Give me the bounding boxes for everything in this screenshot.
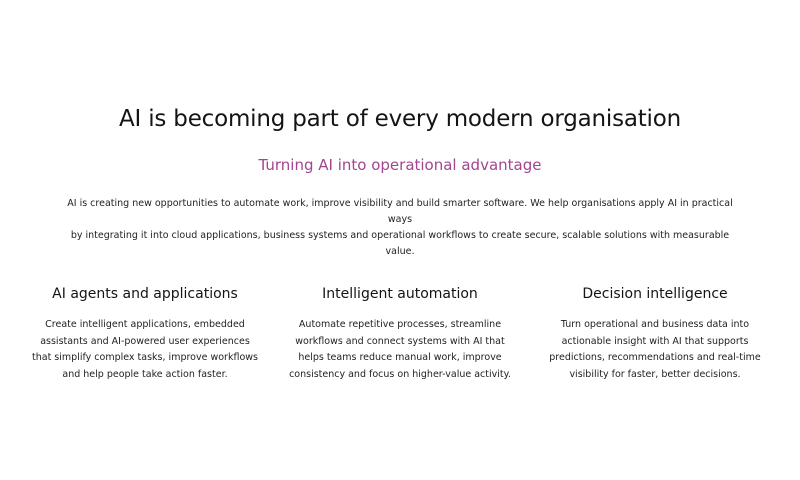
- feature-card-ai-agents: AI agents and applications Create intell…: [20, 285, 270, 383]
- intro-paragraph: AI is creating new opportunities to auto…: [60, 196, 740, 260]
- feature-card-intelligent-automation: Intelligent automation Automate repetiti…: [275, 285, 525, 383]
- feature-title: Decision intelligence: [582, 286, 728, 302]
- section-subheadline: Turning AI into operational advantage: [258, 156, 542, 174]
- feature-card-decision-intelligence: Decision intelligence Turn operational a…: [530, 285, 780, 383]
- intro-line-2: by integrating it into cloud application…: [70, 230, 730, 257]
- feature-description: Create intelligent applications, embedde…: [32, 319, 258, 380]
- feature-description: Turn operational and business data into …: [549, 319, 761, 380]
- feature-columns: AI agents and applications Create intell…: [20, 285, 780, 383]
- feature-title: Intelligent automation: [322, 286, 478, 302]
- feature-title: AI agents and applications: [52, 286, 238, 302]
- feature-description: Automate repetitive processes, streamlin…: [289, 319, 511, 380]
- intro-line-1: AI is creating new opportunities to auto…: [67, 198, 733, 225]
- section-headline: AI is becoming part of every modern orga…: [119, 106, 681, 132]
